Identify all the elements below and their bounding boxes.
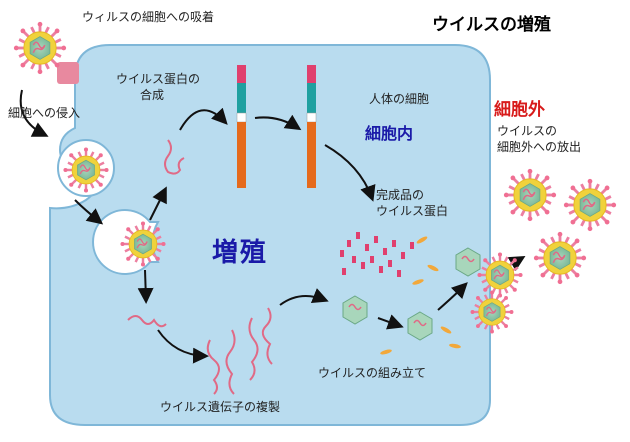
arrow-to-entry [19,89,49,137]
arrow-entry-down [74,199,104,225]
virus-budding-2 [469,289,515,335]
label-release-2: 細胞外への放出 [497,140,582,154]
label-finished-1: 完成品の [376,188,425,202]
arrow-protein-transfer [254,114,302,131]
label-protein-synthesis-1: ウイルス蛋白の [116,72,201,86]
virus-released-2 [562,177,618,233]
rna-replicated-3 [248,317,259,381]
label-outside-cell: 細胞外 [494,100,545,120]
label-human-cell: 人体の細胞 [369,92,430,106]
arrow-assembly-step [377,314,404,330]
arrow-uncoat-down [137,269,154,304]
rna-lower [127,315,167,328]
finished-protein-cluster [340,232,414,277]
receptor [57,62,79,84]
arrow-to-synthesis [179,107,228,131]
protein-bar-1 [236,65,247,188]
virus-released-3 [532,230,588,286]
protein-bar-2 [306,65,317,188]
rna-upper [164,139,185,175]
virus-adsorbing [12,20,68,76]
label-finished-2: ウイルス蛋白 [376,204,449,218]
virus-uncoating [119,220,167,268]
arrow-to-budding [437,282,468,311]
arrow-to-finished [324,144,376,202]
virus-budding-1 [476,251,524,299]
diagram-title: ウイルスの増殖 [432,15,551,35]
arrow-to-assembly [279,288,329,306]
arrow-to-replication [157,329,209,364]
label-release-1: ウイルスの [497,124,558,138]
protein-fragments [380,236,461,355]
label-assembly: ウイルスの組み立て [318,366,427,380]
label-inside-cell: 細胞内 [365,124,414,143]
virus-entering [62,146,110,194]
label-proliferation: 増殖 [212,238,269,268]
assembly-capsid-3 [455,247,481,277]
virus-released-1 [502,167,558,223]
rna-replicated-2 [225,329,236,395]
label-genome-replication: ウイルス遺伝子の複製 [160,400,281,414]
label-entry: 細胞への侵入 [8,106,81,120]
label-protein-synthesis-2: 合成 [140,88,165,102]
rna-replicated-4 [261,307,273,365]
label-adsorption: ウィルスの細胞への吸着 [82,10,215,24]
assembly-capsid-2 [407,311,433,341]
assembly-capsid-1 [342,295,368,325]
arrow-uncoat-up [149,186,167,221]
